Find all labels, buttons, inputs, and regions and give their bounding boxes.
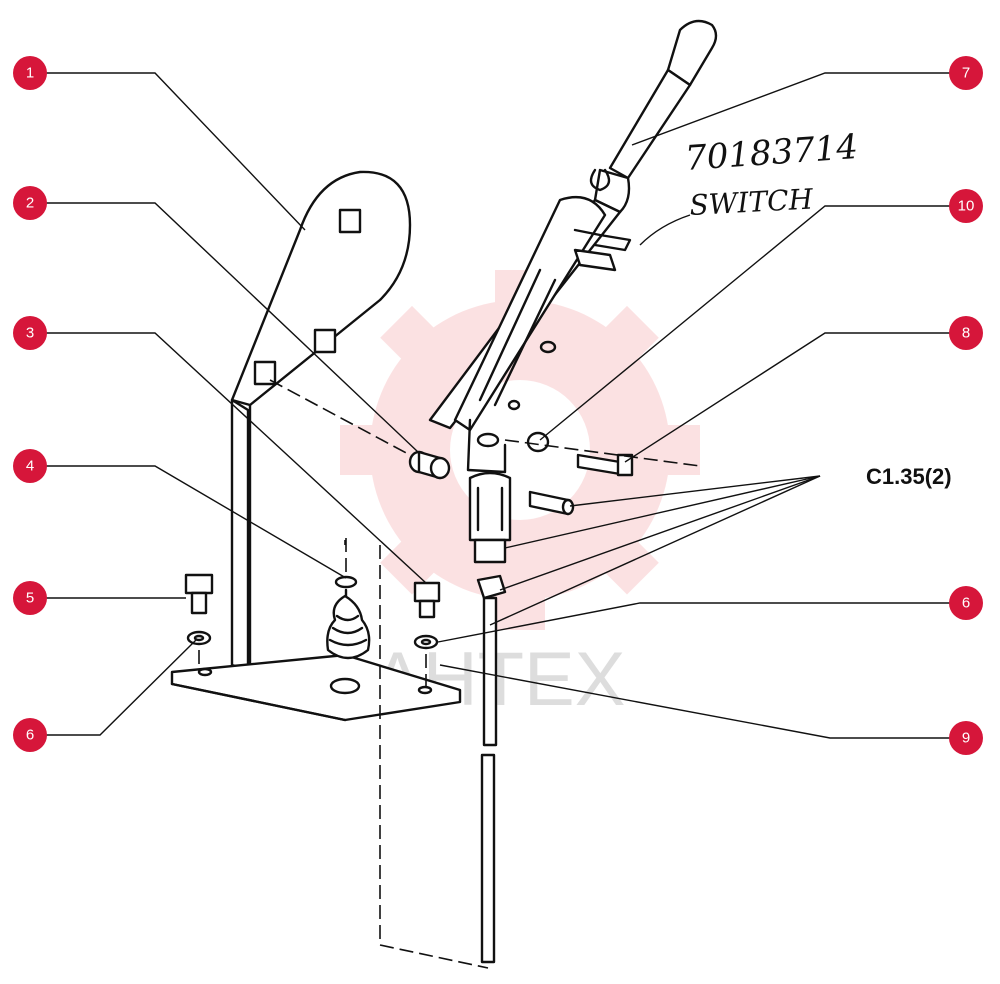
svg-text:4: 4: [26, 458, 34, 475]
svg-text:1: 1: [26, 65, 34, 82]
bracket-plate: [170, 170, 489, 969]
svg-text:2: 2: [26, 195, 34, 212]
handle-assembly: [428, 19, 718, 474]
svg-text:6: 6: [962, 595, 970, 612]
callout-6-left: 6: [13, 718, 47, 752]
callout-6-right: 6: [949, 586, 983, 620]
callout-4: 4: [13, 449, 47, 483]
svg-text:7: 7: [962, 65, 970, 82]
svg-text:8: 8: [962, 325, 970, 342]
svg-text:5: 5: [26, 590, 34, 607]
switch-annotation: SWITCH: [689, 183, 815, 222]
callout-9: 9: [949, 721, 983, 755]
hex-bolt-center: [413, 581, 441, 688]
bellows-boot: [326, 538, 371, 660]
svg-text:10: 10: [958, 198, 975, 215]
spacer-bushing: [269, 379, 451, 480]
svg-text:3: 3: [26, 325, 34, 342]
callout-2: 2: [13, 186, 47, 220]
part-number-annotation: 70183714: [684, 127, 859, 179]
callout-3: 3: [13, 316, 47, 350]
reference-label: C1.35(2): [866, 464, 952, 489]
svg-text:9: 9: [962, 730, 970, 747]
callout-7: 7: [949, 56, 983, 90]
callout-5: 5: [13, 581, 47, 615]
hex-bolt-left: [184, 573, 214, 672]
callout-8: 8: [949, 316, 983, 350]
callout-10: 10: [949, 189, 983, 223]
callout-1: 1: [13, 56, 47, 90]
clevis-rod: [468, 471, 512, 964]
svg-text:6: 6: [26, 727, 34, 744]
leader-lines: [46, 72, 950, 739]
